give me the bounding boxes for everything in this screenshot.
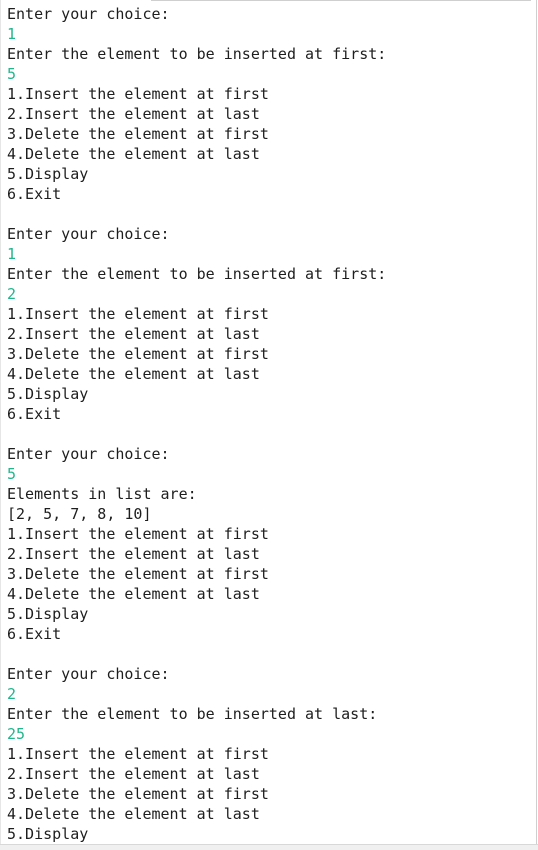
element-prompt-line: Enter the element to be inserted at last…: [7, 705, 378, 723]
menu-option-line: 2.Insert the element at last: [7, 325, 260, 343]
menu-option-line: 4.Delete the element at last: [7, 805, 260, 823]
menu-option-line: 2.Insert the element at last: [7, 105, 260, 123]
menu-option-line: 4.Delete the element at last: [7, 585, 260, 603]
menu-option-line: 1.Insert the element at first: [7, 305, 269, 323]
blank-line: [7, 204, 386, 224]
user-input-line: 2: [7, 685, 17, 703]
menu-option-line: 4.Delete the element at last: [7, 365, 260, 383]
menu-option-line: 1.Insert the element at first: [7, 745, 269, 763]
menu-option-line: 3.Delete the element at first: [7, 345, 269, 363]
menu-option-line: 6.Exit: [7, 405, 62, 423]
choice-prompt-line: Enter your choice:: [7, 445, 170, 463]
menu-option-line: 5.Display: [7, 605, 89, 623]
menu-option-line: 2.Insert the element at last: [7, 765, 260, 783]
user-input-line: 1: [7, 25, 17, 43]
user-input-line: 5: [7, 65, 17, 83]
user-input-line: 25: [7, 725, 26, 743]
choice-prompt-line: Enter your choice:: [7, 665, 170, 683]
list-header-line: Elements in list are:: [7, 485, 197, 503]
menu-option-line: 4.Delete the element at last: [7, 145, 260, 163]
bottom-scroll-strip: [0, 844, 538, 850]
element-prompt-line: Enter the element to be inserted at firs…: [7, 45, 387, 63]
user-input-line: 5: [7, 465, 17, 483]
menu-option-line: 3.Delete the element at first: [7, 785, 269, 803]
list-values-line: [2, 5, 7, 8, 10]: [7, 505, 152, 523]
blank-line: [7, 424, 386, 444]
menu-option-line: 1.Insert the element at first: [7, 525, 269, 543]
user-input-line: 2: [7, 285, 17, 303]
element-prompt-line: Enter the element to be inserted at firs…: [7, 265, 387, 283]
choice-prompt-line: Enter your choice:: [7, 5, 170, 23]
blank-line: [7, 644, 386, 664]
menu-option-line: 6.Exit: [7, 185, 62, 203]
top-divider: [151, 0, 531, 3]
menu-option-line: 5.Display: [7, 385, 89, 403]
menu-option-line: 5.Display: [7, 825, 89, 843]
menu-option-line: 6.Exit: [7, 625, 62, 643]
menu-option-line: 3.Delete the element at first: [7, 125, 269, 143]
user-input-line: 1: [7, 245, 17, 263]
menu-option-line: 2.Insert the element at last: [7, 545, 260, 563]
menu-option-line: 3.Delete the element at first: [7, 565, 269, 583]
menu-option-line: 5.Display: [7, 165, 89, 183]
menu-option-line: 1.Insert the element at first: [7, 85, 269, 103]
choice-prompt-line: Enter your choice:: [7, 225, 170, 243]
